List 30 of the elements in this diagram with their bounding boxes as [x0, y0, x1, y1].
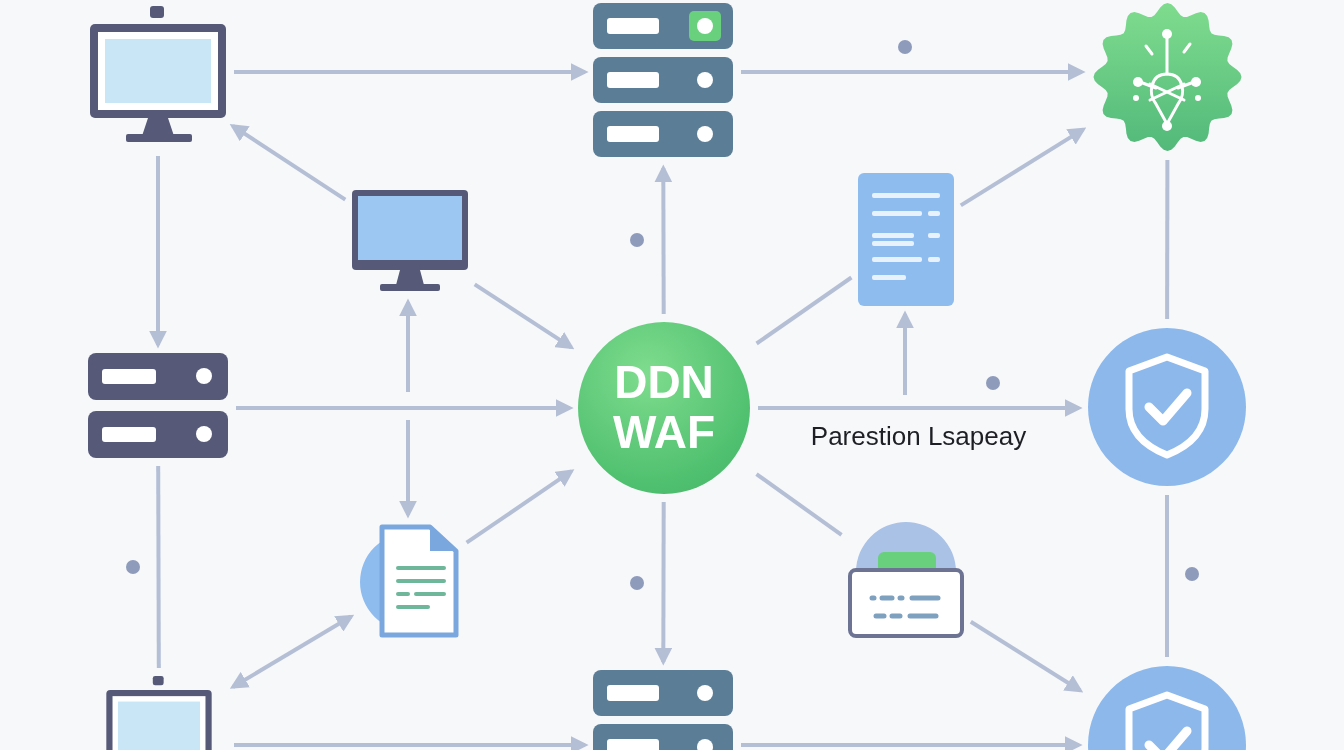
arrow	[229, 123, 347, 202]
shield-check-icon	[1087, 327, 1247, 487]
arrow	[758, 399, 1083, 417]
connector-line	[755, 275, 853, 346]
connector-line	[1165, 160, 1170, 319]
arrow	[399, 298, 417, 392]
arrow	[473, 282, 575, 350]
arrow	[741, 63, 1086, 81]
server-icon	[88, 353, 228, 458]
arrow	[234, 63, 589, 81]
arrow	[229, 614, 355, 689]
server-icon	[593, 3, 733, 160]
arrow	[959, 127, 1087, 208]
arrow	[969, 620, 1084, 693]
arrow	[234, 736, 589, 750]
file-icon	[358, 523, 460, 641]
node-label: DDN WAF	[611, 358, 717, 458]
connector-line	[1165, 495, 1169, 657]
connector-line	[755, 472, 843, 537]
arrow	[741, 736, 1083, 750]
connector-line	[156, 466, 161, 668]
card-window-icon	[848, 522, 964, 640]
arrow	[465, 469, 575, 545]
arrow	[399, 420, 417, 519]
arrow	[896, 310, 914, 395]
arrow	[236, 399, 574, 417]
arrow	[654, 164, 673, 314]
monitor-icon	[352, 190, 468, 294]
arrow	[654, 502, 673, 666]
document-icon	[858, 173, 954, 306]
